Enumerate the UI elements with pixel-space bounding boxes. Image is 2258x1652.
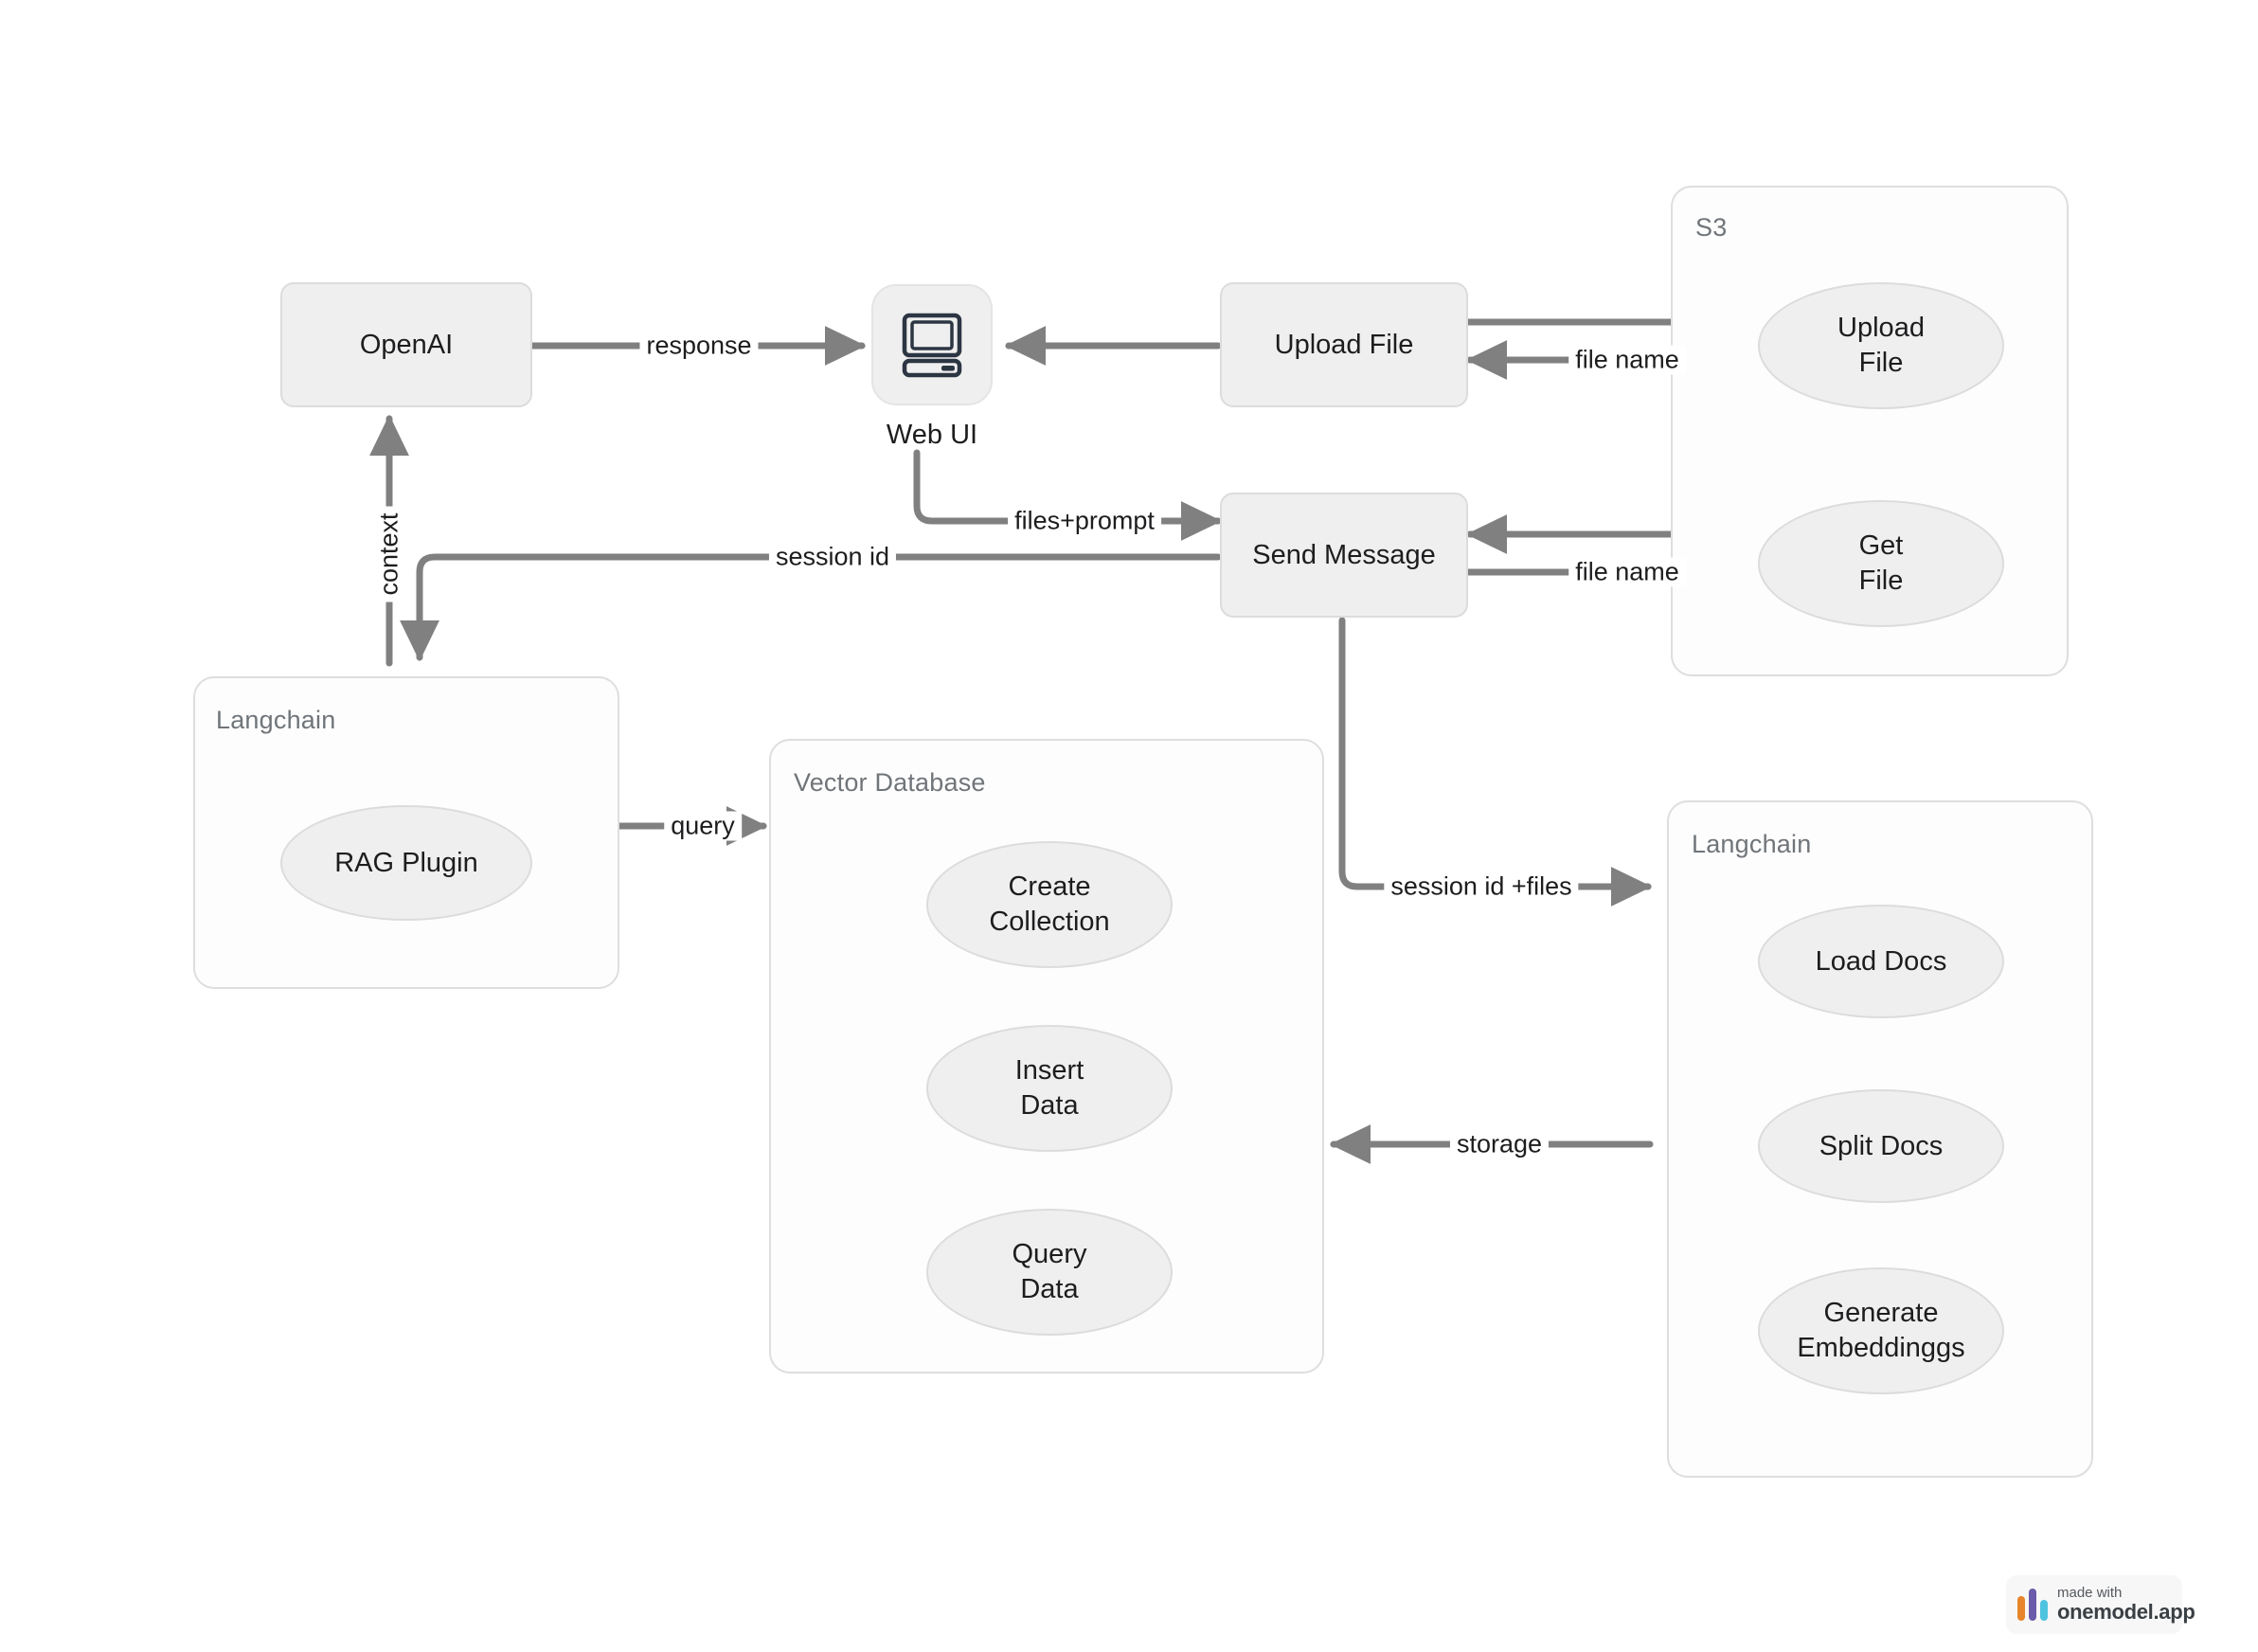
node-s3-get-file-label: Get File (1858, 530, 1904, 596)
logo-bar-cyan (2040, 1600, 2048, 1621)
edge-sendmessage-langchainright (1338, 617, 1653, 907)
node-generate-embeddings[interactable]: Generate Embeddinggs (1758, 1267, 2004, 1394)
node-s3-get-file[interactable]: Get File (1758, 500, 2004, 627)
watermark-bottom-text: onemodel.app (2057, 1600, 2195, 1625)
group-langchain-left-label: Langchain (216, 706, 336, 734)
watermark-text: made with onemodel.app (2057, 1584, 2195, 1625)
edge-label-storage: storage (1449, 1129, 1550, 1159)
edge-label-session-id-files: session id +files (1384, 871, 1579, 902)
node-web-ui-label: Web UI (886, 420, 978, 450)
edge-label-file-name-get: file name (1568, 557, 1686, 587)
node-rag-plugin-label: RAG Plugin (334, 847, 478, 878)
node-query-data[interactable]: Query Data (926, 1209, 1173, 1336)
desktop-computer-icon (902, 313, 962, 378)
edge-label-file-name-upload: file name (1568, 345, 1686, 375)
node-create-collection-label: Create Collection (989, 871, 1110, 937)
group-s3-label: S3 (1695, 213, 1728, 242)
node-load-docs[interactable]: Load Docs (1758, 905, 2004, 1018)
node-openai[interactable]: OpenAI (280, 282, 532, 407)
node-create-collection[interactable]: Create Collection (926, 841, 1173, 968)
group-vector-db-label: Vector Database (794, 768, 986, 797)
node-rag-plugin[interactable]: RAG Plugin (280, 805, 532, 921)
logo-bar-purple (2029, 1589, 2036, 1621)
node-insert-data-label: Insert Data (1014, 1055, 1084, 1121)
node-upload-file[interactable]: Upload File (1220, 282, 1468, 407)
group-langchain-right-label: Langchain (1692, 830, 1812, 858)
node-web-ui[interactable] (871, 284, 993, 405)
edge-label-context: context (374, 506, 404, 602)
onemodel-logo-icon (2017, 1589, 2048, 1621)
node-openai-label: OpenAI (359, 329, 454, 360)
node-upload-file-label: Upload File (1274, 329, 1414, 360)
node-split-docs[interactable]: Split Docs (1758, 1089, 2004, 1203)
node-s3-upload-file-label: Upload File (1837, 313, 1925, 378)
node-insert-data[interactable]: Insert Data (926, 1025, 1173, 1152)
edge-label-session-id: session id (768, 542, 897, 572)
node-s3-upload-file[interactable]: Upload File (1758, 282, 2004, 409)
edge-label-response: response (639, 331, 759, 361)
watermark-badge[interactable]: made with onemodel.app (2006, 1575, 2195, 1634)
node-generate-embeddings-label: Generate Embeddinggs (1797, 1298, 1965, 1363)
node-load-docs-label: Load Docs (1815, 945, 1947, 977)
node-query-data-label: Query Data (1012, 1239, 1087, 1304)
node-send-message[interactable]: Send Message (1220, 493, 1468, 618)
logo-bar-orange (2017, 1596, 2025, 1621)
watermark-top-text: made with (2057, 1584, 2123, 1601)
edge-label-query: query (664, 811, 742, 841)
node-send-message-label: Send Message (1252, 539, 1436, 570)
node-split-docs-label: Split Docs (1819, 1130, 1944, 1161)
edge-sendmessage-langchain (400, 553, 1222, 662)
edge-label-files-prompt: files+prompt (1008, 506, 1161, 536)
